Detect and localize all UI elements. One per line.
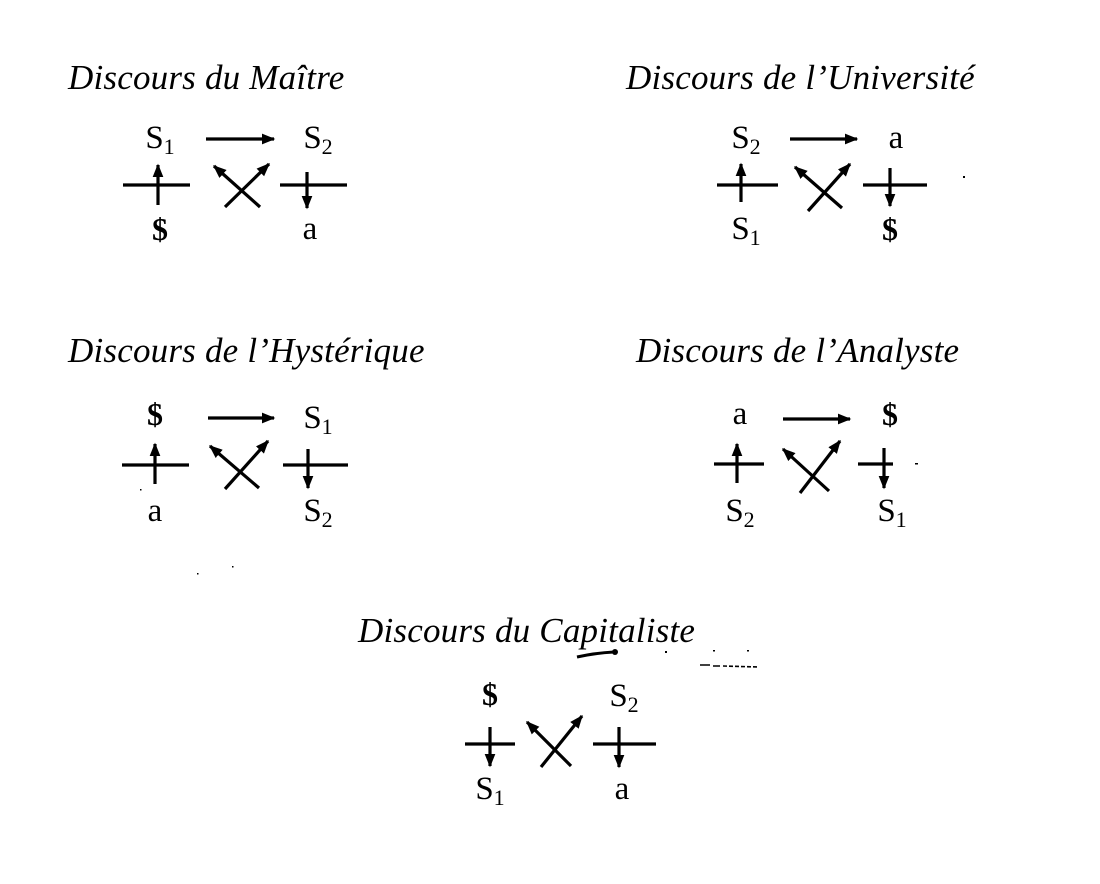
universite-product: $ [882, 211, 898, 247]
maitre-agent: S1 [145, 120, 175, 159]
analyste-product: S1 [877, 493, 907, 532]
analyste-truth: S2 [725, 493, 755, 532]
hysterique-truth: a [147, 493, 163, 529]
cross-arrow-left-icon [781, 447, 831, 493]
maitre-other: S2 [303, 120, 333, 159]
cross-arrow-left-icon [525, 720, 573, 768]
title-discours-du-capitaliste: Discours du Capitaliste [358, 611, 696, 650]
universite-agent: S2 [731, 120, 761, 159]
maitre-product: a [302, 211, 318, 247]
universite-other: a [888, 120, 904, 156]
cross-arrow-right-icon [223, 162, 271, 209]
analyste-arrows [714, 413, 893, 494]
maitre-arrows [123, 133, 347, 210]
title-discours-de-l-universite: Discours de l’Université [626, 58, 975, 97]
cross-arrow-left-icon [793, 165, 844, 210]
cross-arrow-right-icon [798, 439, 842, 494]
universite-arrows [717, 133, 927, 213]
title-text-i: î [296, 58, 307, 97]
capitaliste-product: a [614, 771, 630, 807]
capitaliste-arrows [465, 714, 656, 769]
cross-arrow-left-icon [212, 164, 262, 209]
analyste-agent: a [732, 396, 748, 432]
title-text-end: tre [306, 58, 345, 97]
title-discours-du-maitre: Discours du Maître [68, 60, 344, 95]
hysterique-arrows [122, 412, 348, 491]
universite-truth: S1 [731, 211, 761, 250]
capitaliste-other: S2 [609, 678, 639, 717]
cross-arrow-right-icon [806, 162, 852, 213]
hysterique-agent: $ [147, 396, 163, 432]
analyste-other: $ [882, 396, 898, 432]
title-discours-de-l-hysterique: Discours de l’Hystérique [68, 331, 425, 370]
hysterique-other: S1 [303, 400, 333, 439]
cross-arrow-right-icon [223, 439, 270, 491]
scan-artifacts [140, 176, 965, 668]
capitaliste-agent: $ [482, 676, 498, 712]
maitre-truth: $ [152, 211, 168, 247]
title-discours-de-l-analyste: Discours de l’Analyste [636, 331, 960, 370]
capitaliste-truth: S1 [475, 771, 505, 810]
cross-arrow-right-icon [539, 714, 584, 769]
title-text: Discours du Ma [68, 58, 297, 97]
hysterique-product: S2 [303, 493, 333, 532]
cross-arrow-left-icon [208, 444, 261, 490]
